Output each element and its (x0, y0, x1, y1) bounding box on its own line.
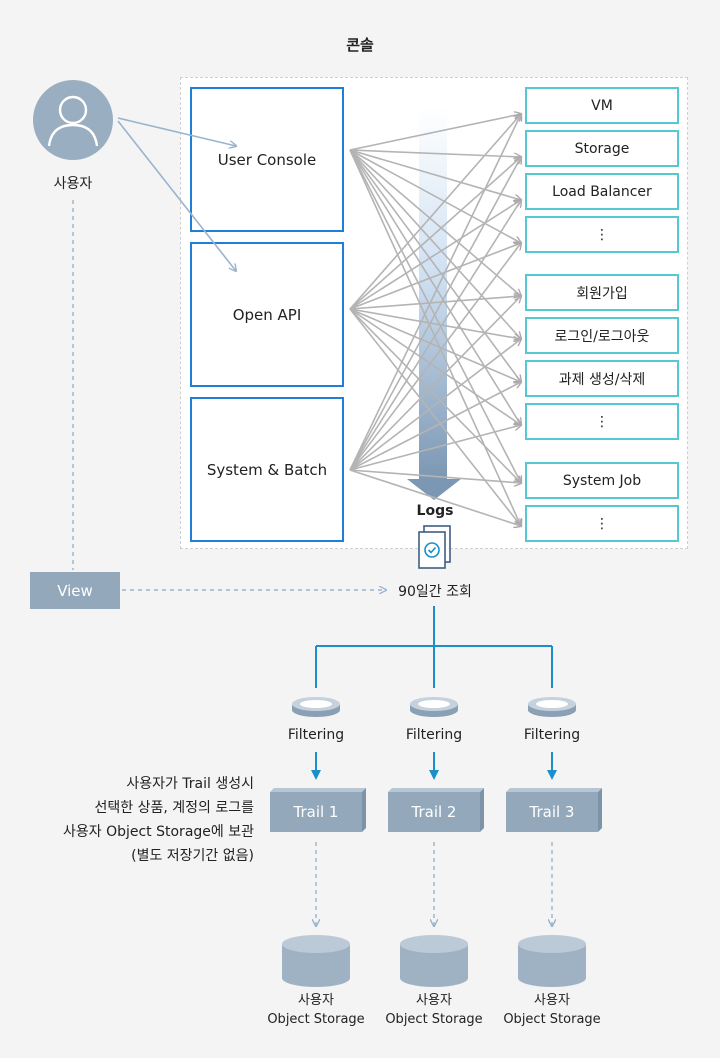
trail-label: Trail 1 (293, 803, 339, 821)
target-more-3: ⋮ (525, 505, 679, 542)
storage-label-line: Object Storage (385, 1012, 483, 1027)
query-label: 90일간 조회 (398, 584, 472, 600)
trail-label: Trail 2 (411, 803, 457, 821)
target-storage: Storage (525, 130, 679, 167)
storage-label: 사용자 Object Storage (261, 991, 371, 1029)
trail-note-line: 사용자 Object Storage에 보관 (62, 824, 254, 840)
source-user-console: User Console (190, 87, 344, 232)
log-document-icon (418, 525, 451, 569)
target-label: ⋮ (595, 226, 609, 243)
source-system-batch: System & Batch (190, 397, 344, 542)
view-label: View (57, 581, 93, 600)
storage-label-line: Object Storage (267, 1012, 365, 1027)
trail-2-block: Trail 2 (388, 792, 480, 832)
filter-label: Filtering (523, 727, 581, 743)
source-open-api: Open API (190, 242, 344, 387)
trail-1-block: Trail 1 (270, 792, 362, 832)
filter-label: Filtering (287, 727, 345, 743)
storage-label-line: 사용자 (416, 993, 452, 1008)
filter-icon (292, 697, 340, 717)
filter-icon (528, 697, 576, 717)
trail-note: 사용자가 Trail 생성시 선택한 상품, 계정의 로그를 사용자 Objec… (63, 772, 254, 868)
trail-note-line: (별도 저장기간 없음) (131, 848, 254, 864)
storage-label-line: 사용자 (534, 993, 570, 1008)
trail-3-block: Trail 3 (506, 792, 598, 832)
target-label: 과제 생성/삭제 (558, 371, 646, 388)
target-more-1: ⋮ (525, 216, 679, 253)
target-label: Load Balancer (552, 183, 652, 200)
filter-icon (410, 697, 458, 717)
console-title: 콘솔 (346, 36, 374, 54)
source-label: User Console (217, 150, 317, 169)
trail-label: Trail 3 (529, 803, 575, 821)
storage-label: 사용자 Object Storage (379, 991, 489, 1029)
target-label: ⋮ (595, 515, 609, 532)
source-label: System & Batch (206, 460, 328, 479)
target-label: System Job (562, 472, 642, 489)
object-storage-icon (400, 935, 468, 987)
target-project-create-delete: 과제 생성/삭제 (525, 360, 679, 397)
target-login-logout: 로그인/로그아웃 (525, 317, 679, 354)
object-storage-icon (518, 935, 586, 987)
storage-label: 사용자 Object Storage (497, 991, 607, 1029)
filter-label: Filtering (405, 727, 463, 743)
source-label: Open API (232, 305, 302, 324)
target-signup: 회원가입 (525, 274, 679, 311)
storage-label-line: Object Storage (503, 1012, 601, 1027)
trail-note-line: 선택한 상품, 계정의 로그를 (94, 800, 254, 816)
target-label: Storage (574, 140, 630, 157)
object-storage-icon (282, 935, 350, 987)
user-label: 사용자 (53, 176, 93, 192)
trail-note-line: 사용자가 Trail 생성시 (126, 776, 254, 792)
target-label: ⋮ (595, 413, 609, 430)
target-label: VM (591, 97, 613, 114)
logs-label: Logs (416, 503, 454, 519)
target-more-2: ⋮ (525, 403, 679, 440)
target-load-balancer: Load Balancer (525, 173, 679, 210)
target-vm: VM (525, 87, 679, 124)
view-button[interactable]: View (30, 572, 120, 609)
storage-label-line: 사용자 (298, 993, 334, 1008)
target-label: 로그인/로그아웃 (554, 328, 650, 345)
user-avatar-icon (33, 80, 113, 160)
target-system-job: System Job (525, 462, 679, 499)
target-label: 회원가입 (576, 285, 628, 302)
